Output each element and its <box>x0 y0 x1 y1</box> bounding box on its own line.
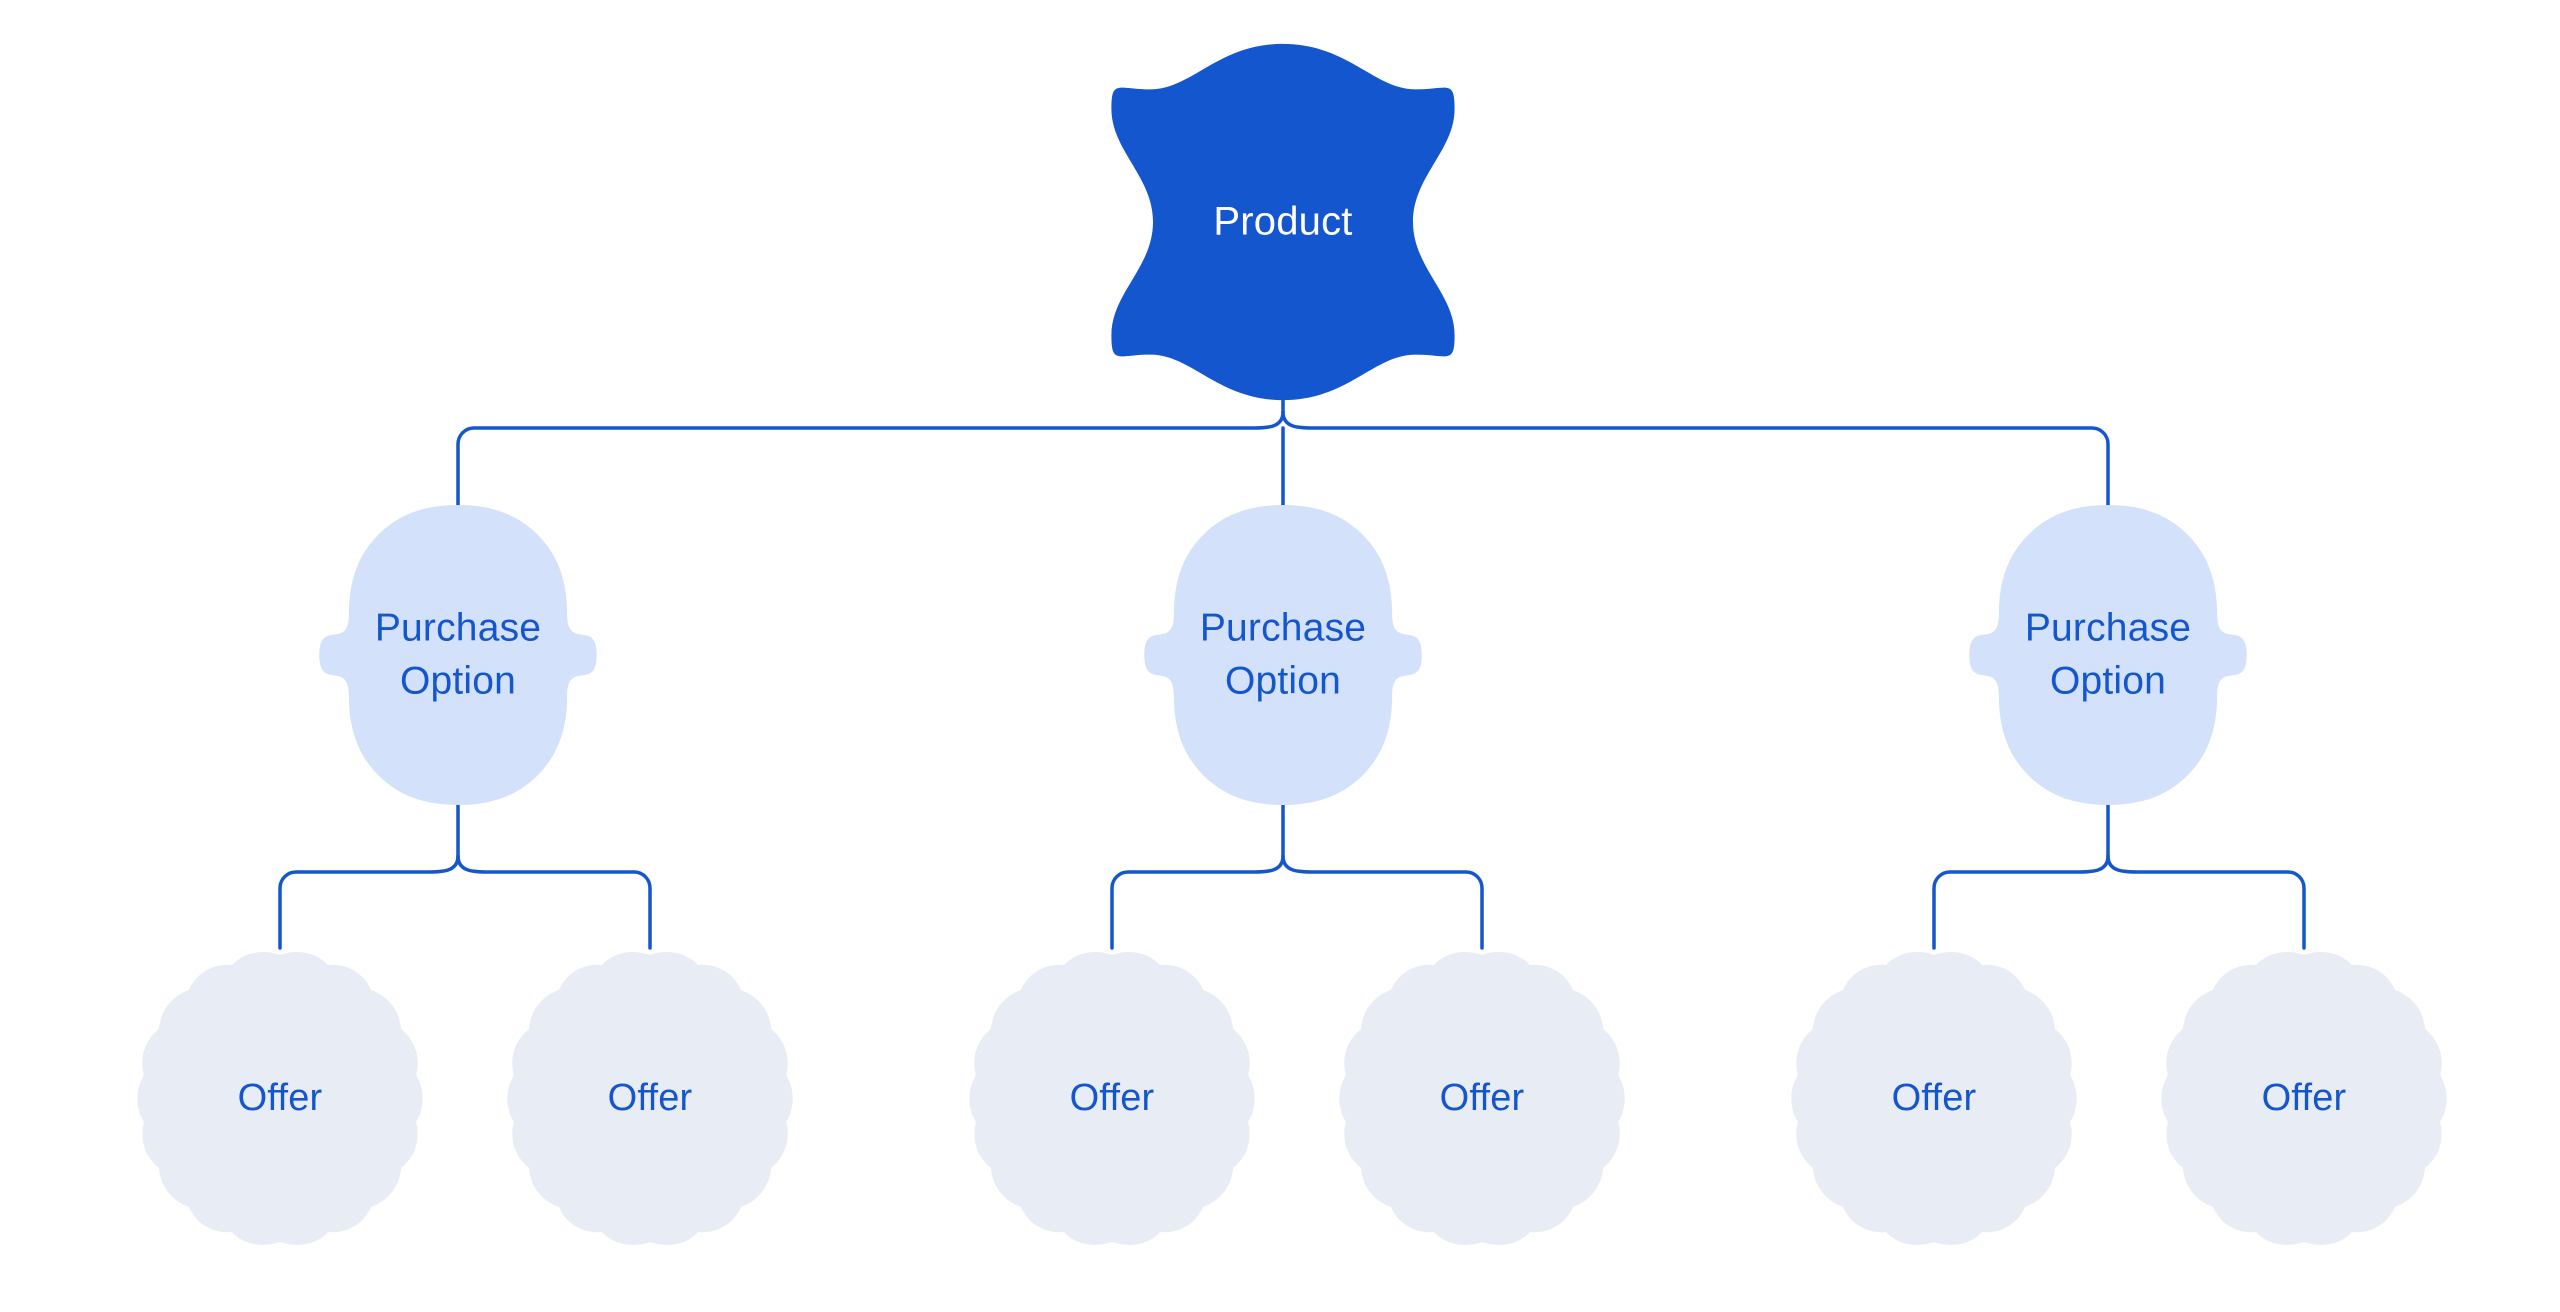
purchase-option-3-label-line1: Purchase <box>2025 606 2191 649</box>
connector-po1-bus-right <box>456 854 652 950</box>
purchase-option-2-blob <box>1144 505 1422 805</box>
node-offer-4[interactable]: Offer <box>1339 952 1625 1245</box>
connector-group <box>278 346 2306 950</box>
purchase-option-2-label-line2: Option <box>1225 659 1341 702</box>
node-purchase-option-2[interactable]: Purchase Option <box>1144 505 1422 805</box>
node-product-root[interactable]: Product <box>1111 43 1455 401</box>
purchase-option-1-label-line2: Option <box>400 659 516 702</box>
connector-level1-bus-right <box>1281 410 2110 514</box>
offer-6-label: Offer <box>2262 1077 2347 1119</box>
offer-1-label: Offer <box>238 1077 323 1119</box>
connector-level1-bus-left <box>456 410 1285 514</box>
node-offer-6[interactable]: Offer <box>2161 952 2447 1245</box>
connector-po2-bus-right <box>1281 854 1484 950</box>
offer-5-label: Offer <box>1892 1077 1977 1119</box>
root-node-label: Product <box>1213 200 1352 244</box>
purchase-option-2-label-line1: Purchase <box>1200 606 1366 649</box>
node-offer-2[interactable]: Offer <box>507 952 793 1245</box>
node-offer-5[interactable]: Offer <box>1791 952 2077 1245</box>
connector-po3-bus-right <box>2106 854 2306 950</box>
node-offer-3[interactable]: Offer <box>969 952 1255 1245</box>
connector-po2-bus-left <box>1110 854 1285 950</box>
purchase-option-3-blob <box>1969 505 2247 805</box>
purchase-option-1-label-line1: Purchase <box>375 606 541 649</box>
purchase-option-3-label-line2: Option <box>2050 659 2166 702</box>
node-purchase-option-1[interactable]: Purchase Option <box>319 505 597 805</box>
offer-4-label: Offer <box>1440 1077 1525 1119</box>
offer-3-label: Offer <box>1070 1077 1155 1119</box>
purchase-option-1-blob <box>319 505 597 805</box>
node-offer-1[interactable]: Offer <box>137 952 423 1245</box>
root-node-shape <box>1111 43 1455 401</box>
offer-2-label: Offer <box>608 1077 693 1119</box>
connector-po1-bus-left <box>278 854 460 950</box>
connector-po3-bus-left <box>1932 854 2110 950</box>
node-purchase-option-3[interactable]: Purchase Option <box>1969 505 2247 805</box>
